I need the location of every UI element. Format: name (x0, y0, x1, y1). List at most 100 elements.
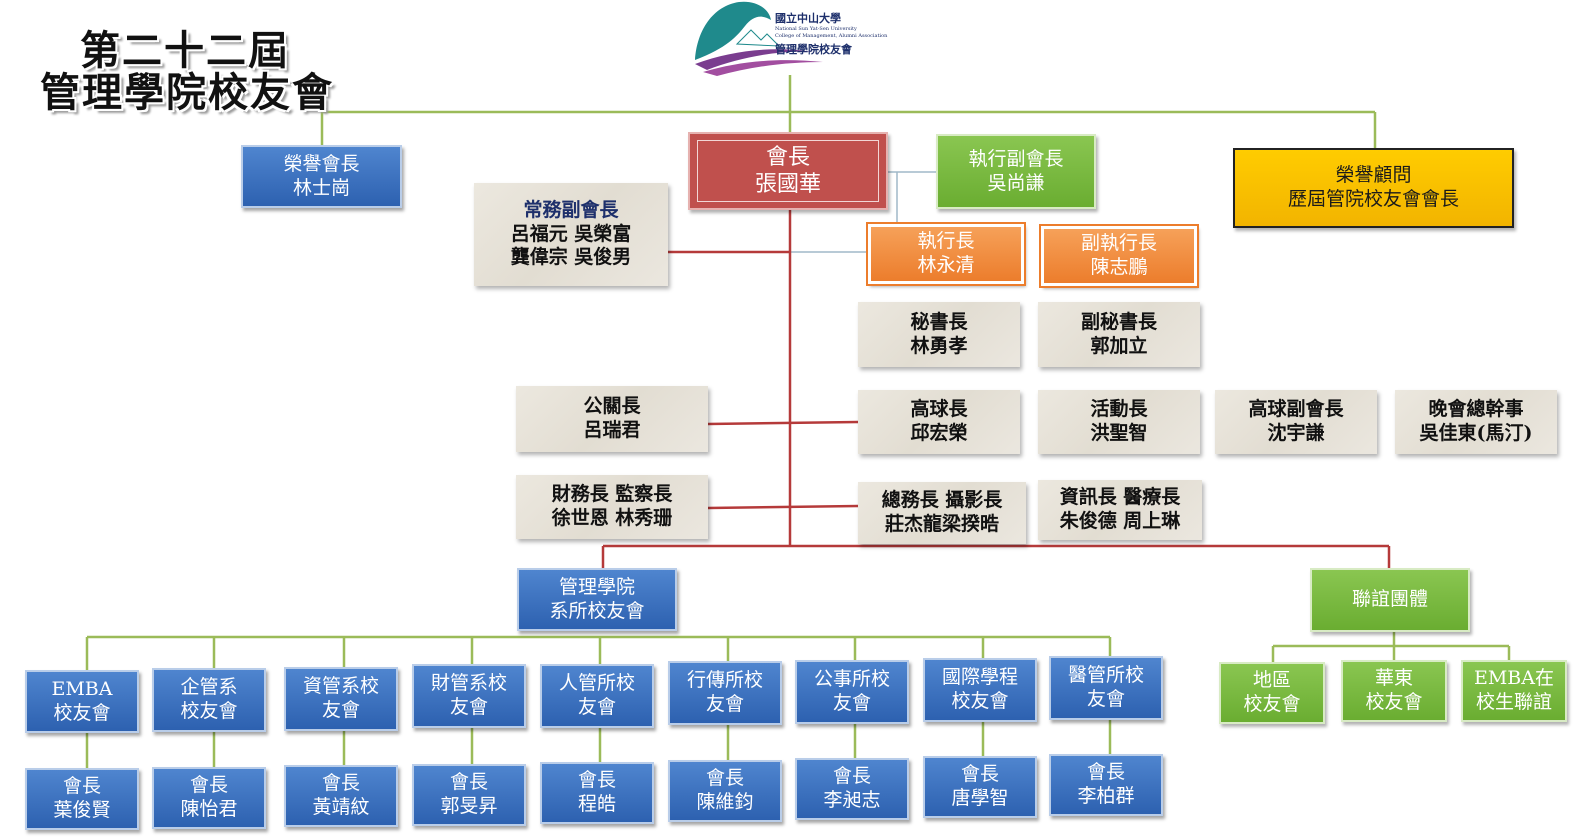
golf-role: 高球長 (910, 398, 968, 421)
dept-line2: 友會 (577, 696, 616, 718)
standing-vp-box: 常務副會長 呂福元 吳榮富 龔偉宗 吳俊男 (474, 183, 668, 286)
honorary-president-role: 榮譽會長 (283, 152, 360, 175)
standing-vp-line1: 呂福元 吳榮富 (510, 222, 632, 245)
info-medical-box: 資訊長 醫療長 朱俊德 周上琳 (1038, 480, 1202, 540)
activity-role: 活動長 (1090, 398, 1148, 421)
dept-president-name: 李柏群 (1077, 785, 1135, 807)
golf-box: 高球長 邱宏榮 (858, 390, 1020, 454)
president-box: 會長 張國華 (688, 132, 888, 210)
golf-name: 邱宏榮 (910, 422, 968, 444)
deputy-ceo-role: 副執行長 (1080, 232, 1157, 255)
chart-title-line1: 第二十二屆 (80, 28, 290, 74)
dept-line2: 校友會 (180, 700, 238, 722)
dept-line1: 人管所校 (558, 672, 635, 695)
dept-president-name: 陳怡君 (180, 798, 238, 820)
gala-role: 晚會總幹事 (1428, 398, 1524, 421)
standing-vp-line2: 龔偉宗 吳俊男 (510, 246, 632, 269)
dept-president-box: 會長 李柏群 (1049, 754, 1163, 816)
dept-box: 資管系校 友會 (284, 667, 398, 731)
finance-line2: 徐世恩 林秀珊 (551, 507, 673, 529)
logo-assoc-zh: 管理學院校友會 (775, 43, 852, 56)
ceo-name: 林永清 (917, 254, 975, 276)
deputy-ceo-box: 副執行長 陳志鵬 (1039, 224, 1199, 288)
dept-line1: EMBA (51, 677, 113, 700)
golf-vp-role: 高球副會長 (1248, 398, 1344, 421)
dept-president-box: 會長 葉俊賢 (25, 768, 139, 830)
affiliate-group-line1: 華東 (1374, 667, 1413, 690)
dept-president-name: 陳維鈞 (696, 791, 754, 813)
dept-president-label: 會長 (832, 765, 871, 788)
dept-line2: 校友會 (951, 690, 1009, 712)
dept-box: EMBA 校友會 (25, 670, 139, 733)
deputy-secretary-box: 副秘書長 郭加立 (1038, 302, 1200, 367)
dept-box: 人管所校 友會 (540, 664, 654, 728)
dept-president-name: 葉俊賢 (53, 799, 111, 821)
info-medical-line1: 資訊長 醫療長 (1059, 486, 1181, 509)
dept-box: 公事所校 友會 (795, 660, 909, 724)
ceo-box: 執行長 林永清 (866, 222, 1026, 286)
general-affairs-line2: 莊杰龍梁揆晧 (884, 513, 999, 535)
affiliate-group-box: 華東 校友會 (1341, 660, 1447, 722)
affiliate-group-line1: 地區 (1252, 669, 1291, 692)
dept-line1: 財管系校 (430, 672, 507, 695)
dept-president-box: 會長 陳維鈞 (668, 760, 782, 822)
gala-box: 晚會總幹事 吳佳東(馬汀) (1395, 390, 1557, 454)
dept-president-label: 會長 (189, 774, 228, 797)
dept-president-label: 會長 (960, 763, 999, 786)
dept-president-box: 會長 李昶志 (795, 758, 909, 820)
exec-vp-box: 執行副會長 吳尚謙 (936, 134, 1096, 209)
dept-president-label: 會長 (577, 769, 616, 792)
honorary-advisor-box: 榮譽顧問 歷屆管院校友會會長 (1233, 148, 1514, 228)
dept-president-box: 會長 陳怡君 (152, 767, 266, 829)
pr-name: 呂瑞君 (583, 419, 641, 441)
dept-alumni-line1: 管理學院 (558, 575, 635, 598)
dept-president-label: 會長 (449, 771, 488, 794)
affiliates-box: 聯誼團體 (1310, 568, 1470, 632)
logo-name-en2: College of Management, Alumni Associatio… (775, 33, 888, 39)
chart-title-line2: 管理學院校友會 (40, 70, 334, 116)
university-logo: 國立中山大學 National Sun Yat-Sen University C… (693, 0, 893, 78)
secretary-general-name: 林勇孝 (910, 334, 968, 357)
dept-president-box: 會長 黃靖紋 (284, 765, 398, 827)
president-role: 會長 (765, 144, 810, 170)
affiliate-group-line2: 校友會 (1243, 693, 1301, 715)
logo-name-en1: National Sun Yat-Sen University (775, 26, 857, 32)
dept-president-label: 會長 (705, 767, 744, 790)
deputy-secretary-role: 副秘書長 (1080, 310, 1157, 333)
dept-president-name: 黃靖紋 (312, 796, 370, 818)
dept-line2: 校友會 (53, 701, 111, 724)
dept-president-label: 會長 (321, 772, 360, 795)
exec-vp-name: 吳尚謙 (987, 171, 1045, 194)
dept-line2: 友會 (832, 692, 871, 714)
dept-line1: 企管系 (180, 676, 238, 699)
finance-box: 財務長 監察長 徐世恩 林秀珊 (516, 475, 708, 539)
dept-line1: 國際學程 (941, 666, 1018, 689)
general-affairs-line1: 總務長 攝影長 (881, 489, 1003, 512)
dept-alumni-line2: 系所校友會 (549, 599, 645, 622)
deputy-ceo-name: 陳志鵬 (1090, 256, 1148, 278)
dept-president-label: 會長 (62, 775, 101, 798)
activity-box: 活動長 洪聖智 (1038, 390, 1200, 454)
dept-line2: 友會 (321, 699, 360, 721)
dept-president-name: 唐學智 (951, 787, 1009, 809)
dept-box: 行傳所校 友會 (668, 661, 782, 725)
dept-line2: 友會 (705, 693, 744, 715)
logo-name-zh: 國立中山大學 (775, 12, 841, 25)
exec-vp-role: 執行副會長 (968, 147, 1064, 170)
dept-president-box: 會長 唐學智 (923, 756, 1037, 818)
honorary-president-name: 林士崗 (292, 176, 350, 199)
dept-line1: 醫管所校 (1067, 664, 1144, 687)
honorary-president-box: 榮譽會長 林士崗 (241, 145, 402, 208)
dept-line1: 公事所校 (813, 668, 890, 691)
dept-line2: 友會 (1086, 688, 1125, 710)
standing-vp-role: 常務副會長 (523, 198, 619, 221)
gala-name: 吳佳東(馬汀) (1419, 422, 1533, 444)
dept-box: 企管系 校友會 (152, 668, 266, 732)
finance-line1: 財務長 監察長 (551, 483, 673, 506)
dept-box: 醫管所校 友會 (1049, 656, 1163, 720)
ceo-role: 執行長 (917, 230, 975, 253)
info-medical-line2: 朱俊德 周上琳 (1059, 510, 1181, 532)
dept-box: 財管系校 友會 (412, 664, 526, 728)
affiliate-group-line2: 校生聯誼 (1475, 691, 1552, 713)
deputy-secretary-name: 郭加立 (1090, 334, 1148, 357)
